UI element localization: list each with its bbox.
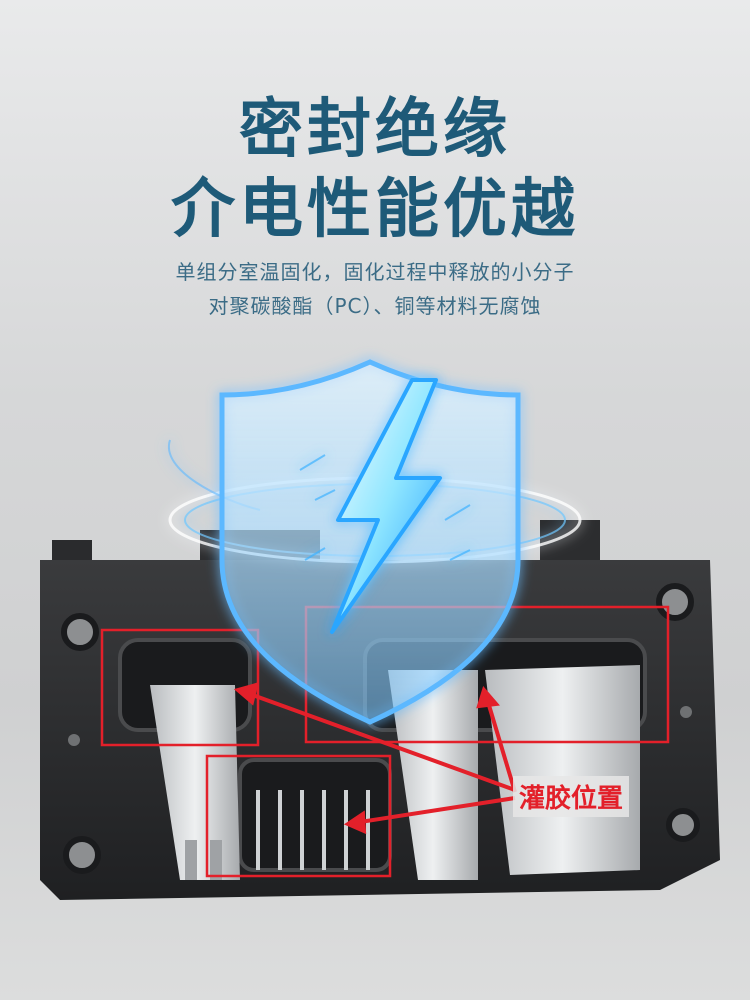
subtext-line-1: 单组分室温固化，固化过程中释放的小分子 xyxy=(175,260,575,284)
callout-arrows xyxy=(233,682,517,835)
lightning-bolt-icon xyxy=(299,378,471,634)
metal-terminals xyxy=(150,665,640,880)
subtext-line-2: 对聚碳酸酯（PC）、铜等材料无腐蚀 xyxy=(208,294,542,318)
headline-line-1: 密封绝缘 xyxy=(239,93,511,167)
headline-line-2: 介电性能优越 xyxy=(171,173,579,247)
glue-position-label: 灌胶位置 xyxy=(513,776,630,817)
